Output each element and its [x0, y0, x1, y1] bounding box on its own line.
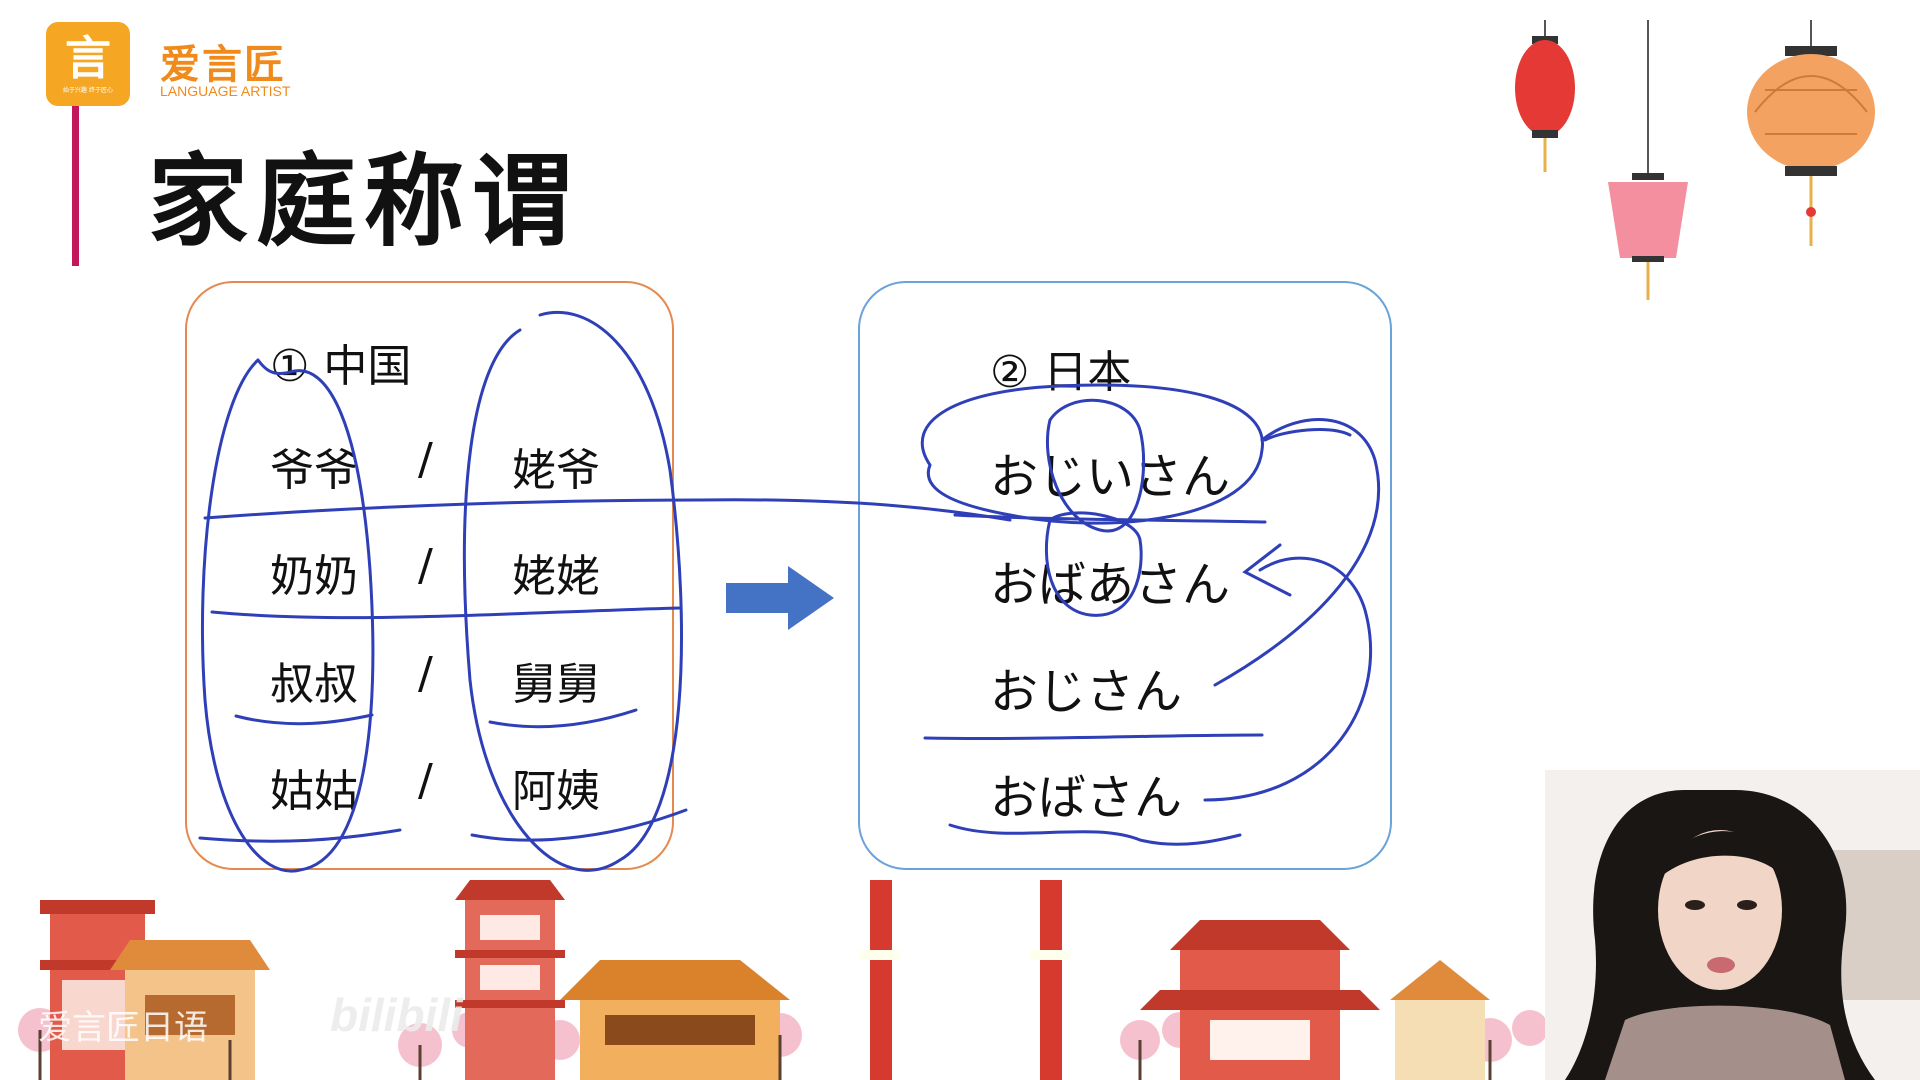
japan-row-3: おじさん [990, 664, 1183, 720]
japan-row-4: おばさん [990, 770, 1183, 826]
logo-tagline: 始于兴趣 终于匠心 [63, 86, 113, 94]
china-row-1-left: 爷爷 [270, 445, 358, 496]
page-title: 家庭称谓 [148, 142, 580, 260]
japan-row-1: おじいさん [990, 449, 1231, 505]
china-row-1-right: 姥爷 [512, 445, 600, 496]
channel-watermark: 爱言匠日语 [38, 1009, 208, 1047]
china-row-2-right: 姥姥 [512, 551, 600, 602]
japan-panel [858, 281, 1392, 870]
china-heading: ① 中国 [270, 341, 412, 392]
china-row-3-left: 叔叔 [270, 659, 358, 710]
china-row-3-separator: / [418, 648, 433, 699]
brand-logo: 言 始于兴趣 终于匠心 [46, 22, 130, 106]
china-row-1-separator: / [418, 434, 433, 485]
china-row-4-separator: / [418, 755, 433, 806]
china-row-2-left: 奶奶 [270, 551, 358, 602]
china-row-4-left: 姑姑 [270, 766, 358, 817]
china-row-2-separator: / [418, 540, 433, 591]
logo-glyph: 言 [65, 30, 111, 85]
brand-name: 爱言匠 [160, 42, 286, 88]
japanese-town-scenery [18, 880, 1548, 1080]
china-row-3-right: 舅舅 [512, 659, 600, 710]
china-row-4-right: 阿姨 [512, 766, 600, 817]
title-accent-bar [72, 106, 79, 266]
presenter-webcam [1545, 770, 1920, 1080]
brand-name-en: LANGUAGE ARTIST [160, 83, 291, 99]
japan-row-2: おばあさん [990, 557, 1231, 613]
japan-heading: ② 日本 [990, 347, 1132, 398]
right-arrow-icon [726, 566, 834, 630]
lanterns-decoration [1515, 20, 1875, 300]
bilibili-watermark: bilibili [330, 989, 463, 1041]
